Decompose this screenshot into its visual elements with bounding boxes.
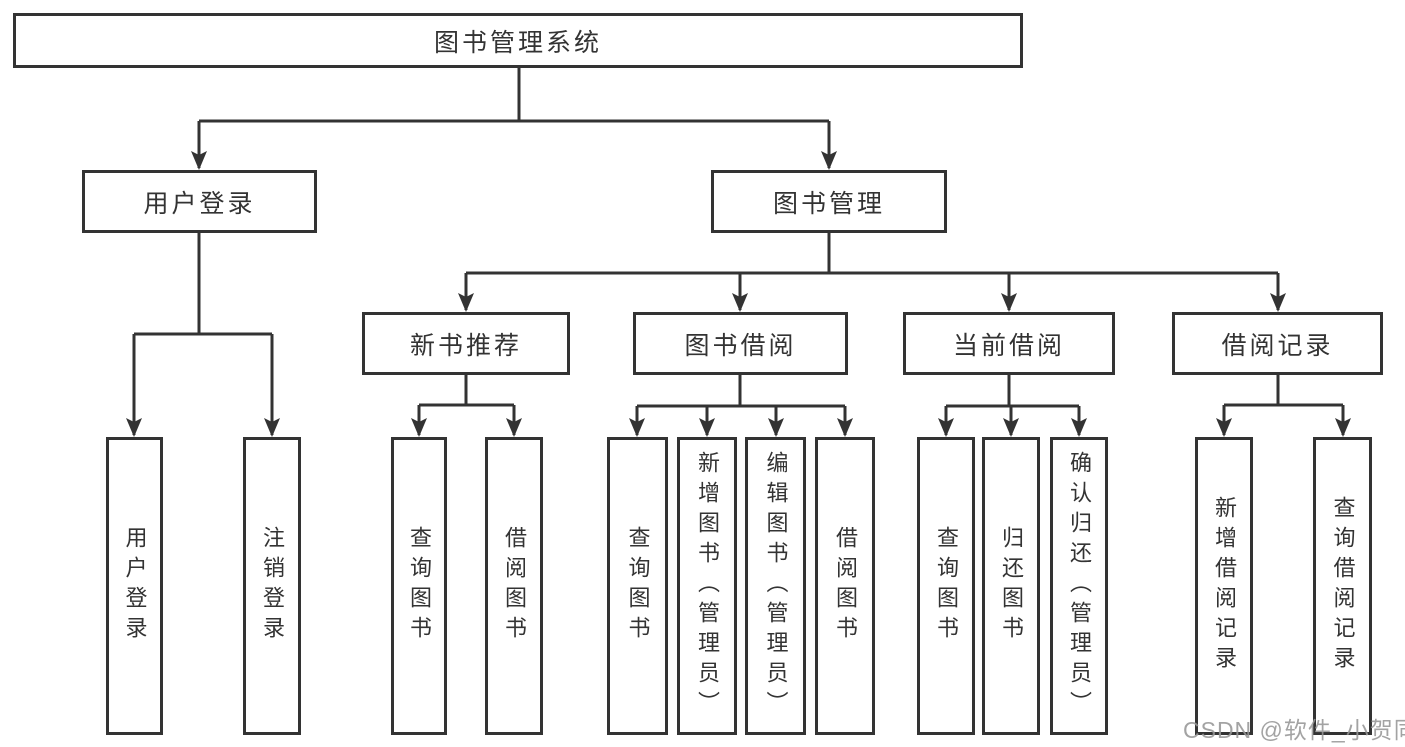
leaf-label: 查询图书 — [625, 526, 651, 646]
leaf-label: 注销登录 — [260, 526, 285, 646]
leaf-label: 编辑图书（管理员） — [763, 451, 789, 721]
connector-newbook-to-leaves — [417, 375, 516, 435]
connector-root-to-level2 — [197, 68, 831, 168]
leaf-label: 确认归还（管理员） — [1067, 451, 1092, 721]
csdn-watermark: CSDN @软件_小贺同学 — [1183, 717, 1405, 743]
node-leaf-query-borrow-record: 查询借阅记录 — [1313, 437, 1372, 735]
node-leaf-borrow-books-borrow: 借阅图书 — [815, 437, 875, 735]
node-leaf-user-login: 用户登录 — [106, 437, 163, 735]
connector-bookmgmt-to-level3 — [464, 233, 1280, 310]
node-borrowing-records: 借阅记录 — [1172, 312, 1383, 375]
node-leaf-query-books-current: 查询图书 — [917, 437, 975, 735]
leaf-label: 查询借阅记录 — [1330, 496, 1356, 676]
node-book-management-branch: 图书管理 — [711, 170, 947, 233]
node-leaf-edit-book-admin: 编辑图书（管理员） — [745, 437, 806, 735]
connector-current-to-leaves — [944, 375, 1081, 435]
leaf-label: 查询图书 — [934, 526, 959, 646]
node-new-book-recommend: 新书推荐 — [362, 312, 570, 375]
node-current-borrowing: 当前借阅 — [903, 312, 1115, 375]
connector-records-to-leaves — [1222, 375, 1345, 435]
node-leaf-borrow-books-newbook: 借阅图书 — [485, 437, 543, 735]
leaf-label: 查询图书 — [407, 526, 432, 646]
node-leaf-confirm-return-admin: 确认归还（管理员） — [1050, 437, 1108, 735]
node-book-borrowing: 图书借阅 — [633, 312, 848, 375]
node-library-system-root: 图书管理系统 — [13, 13, 1023, 68]
leaf-label: 新增图书（管理员） — [695, 451, 720, 721]
leaf-label: 归还图书 — [999, 526, 1024, 646]
node-leaf-query-books-borrow: 查询图书 — [607, 437, 668, 735]
leaf-label: 用户登录 — [122, 526, 148, 646]
connector-borrow-to-leaves — [635, 375, 847, 435]
node-user-login-branch: 用户登录 — [82, 170, 317, 233]
node-leaf-query-books-newbook: 查询图书 — [391, 437, 447, 735]
node-leaf-add-book-admin: 新增图书（管理员） — [677, 437, 737, 735]
node-leaf-logout: 注销登录 — [243, 437, 301, 735]
leaf-label: 借阅图书 — [833, 526, 858, 646]
leaf-label: 新增借阅记录 — [1212, 496, 1237, 676]
connector-userlogin-to-leaves — [132, 233, 274, 435]
node-leaf-add-borrow-record: 新增借阅记录 — [1195, 437, 1253, 735]
node-leaf-return-books: 归还图书 — [982, 437, 1040, 735]
leaf-label: 借阅图书 — [502, 526, 527, 646]
